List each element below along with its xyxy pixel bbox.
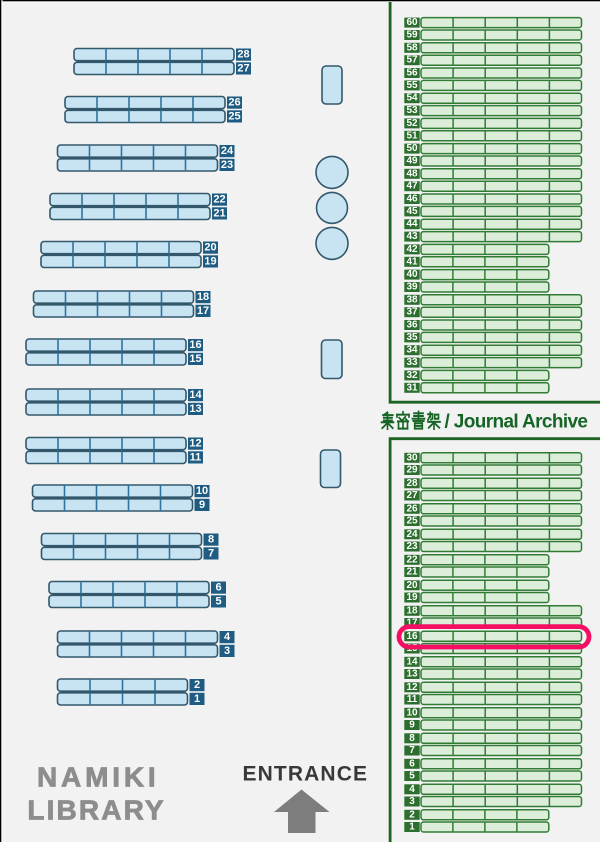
svg-text:51: 51 (406, 130, 418, 141)
svg-text:14: 14 (406, 656, 418, 667)
svg-text:17: 17 (197, 305, 209, 317)
svg-text:40: 40 (406, 269, 418, 280)
svg-text:33: 33 (406, 357, 418, 368)
svg-text:49: 49 (406, 156, 418, 167)
svg-text:39: 39 (406, 282, 418, 293)
svg-text:25: 25 (406, 516, 418, 527)
svg-text:10: 10 (196, 485, 208, 497)
svg-text:54: 54 (406, 93, 418, 104)
svg-text:25: 25 (228, 110, 240, 122)
svg-text:32: 32 (406, 370, 418, 381)
svg-text:56: 56 (406, 68, 418, 79)
svg-text:21: 21 (406, 567, 418, 578)
svg-text:LIBRARY: LIBRARY (27, 795, 164, 826)
svg-text:2: 2 (409, 809, 415, 820)
svg-text:28: 28 (237, 49, 249, 61)
svg-text:30: 30 (406, 452, 418, 463)
svg-text:7: 7 (409, 745, 415, 756)
svg-text:14: 14 (189, 389, 202, 401)
svg-text:42: 42 (406, 244, 418, 255)
svg-text:60: 60 (406, 17, 418, 28)
svg-text:52: 52 (406, 118, 418, 129)
svg-text:17: 17 (406, 618, 418, 629)
svg-text:4: 4 (224, 631, 231, 643)
svg-text:36: 36 (406, 320, 418, 331)
svg-text:31: 31 (406, 382, 418, 393)
svg-text:24: 24 (221, 145, 234, 157)
svg-text:24: 24 (406, 529, 418, 540)
svg-text:11: 11 (190, 451, 202, 463)
svg-text:9: 9 (199, 499, 205, 511)
svg-text:27: 27 (237, 62, 249, 74)
svg-text:3: 3 (409, 796, 415, 807)
svg-text:6: 6 (215, 582, 221, 594)
svg-text:12: 12 (189, 438, 201, 450)
svg-text:8: 8 (208, 534, 214, 546)
svg-text:48: 48 (406, 168, 418, 179)
svg-text:16: 16 (189, 339, 201, 351)
svg-text:45: 45 (406, 206, 418, 217)
svg-text:20: 20 (204, 242, 216, 254)
svg-text:23: 23 (406, 541, 418, 552)
svg-text:19: 19 (406, 592, 418, 603)
svg-text:20: 20 (406, 580, 418, 591)
svg-text:58: 58 (406, 42, 418, 53)
svg-text:2: 2 (194, 679, 200, 691)
svg-text:50: 50 (406, 143, 418, 154)
svg-text:22: 22 (213, 194, 225, 206)
svg-text:5: 5 (409, 771, 415, 782)
svg-text:26: 26 (228, 97, 240, 109)
svg-text:29: 29 (406, 465, 418, 476)
svg-text:3: 3 (224, 645, 230, 657)
svg-text:18: 18 (406, 605, 418, 616)
svg-text:5: 5 (215, 595, 221, 607)
svg-text:28: 28 (406, 478, 418, 489)
svg-text:21: 21 (213, 207, 225, 219)
svg-text:11: 11 (407, 694, 418, 705)
svg-text:22: 22 (406, 554, 418, 565)
svg-text:26: 26 (406, 503, 418, 514)
svg-text:ENTRANCE: ENTRANCE (243, 763, 368, 786)
svg-text:37: 37 (406, 307, 418, 318)
svg-text:43: 43 (406, 231, 418, 242)
svg-text:12: 12 (406, 682, 418, 693)
svg-text:55: 55 (406, 80, 418, 91)
svg-text:10: 10 (406, 707, 418, 718)
svg-text:23: 23 (221, 159, 233, 171)
svg-text:19: 19 (204, 255, 216, 267)
svg-text:47: 47 (406, 181, 418, 192)
svg-text:18: 18 (197, 291, 209, 303)
svg-text:44: 44 (406, 219, 418, 230)
svg-text:1: 1 (409, 822, 415, 833)
svg-text:34: 34 (406, 345, 418, 356)
svg-text:15: 15 (189, 353, 201, 365)
svg-text:4: 4 (409, 784, 415, 795)
svg-text:41: 41 (406, 256, 418, 267)
svg-text:/ Journal Archive: / Journal Archive (445, 411, 589, 432)
svg-text:13: 13 (406, 669, 418, 680)
svg-text:1: 1 (194, 693, 200, 705)
svg-text:53: 53 (406, 105, 418, 116)
svg-text:27: 27 (406, 490, 418, 501)
svg-text:13: 13 (189, 403, 201, 415)
svg-text:59: 59 (406, 30, 418, 41)
svg-text:46: 46 (406, 194, 418, 205)
svg-text:35: 35 (406, 332, 418, 343)
svg-text:NAMIKI: NAMIKI (37, 761, 156, 792)
svg-text:9: 9 (409, 720, 415, 731)
svg-text:16: 16 (406, 631, 418, 642)
svg-text:38: 38 (406, 294, 418, 305)
svg-text:8: 8 (409, 733, 415, 744)
svg-text:7: 7 (208, 547, 214, 559)
svg-text:57: 57 (406, 55, 418, 66)
svg-text:6: 6 (409, 758, 415, 769)
